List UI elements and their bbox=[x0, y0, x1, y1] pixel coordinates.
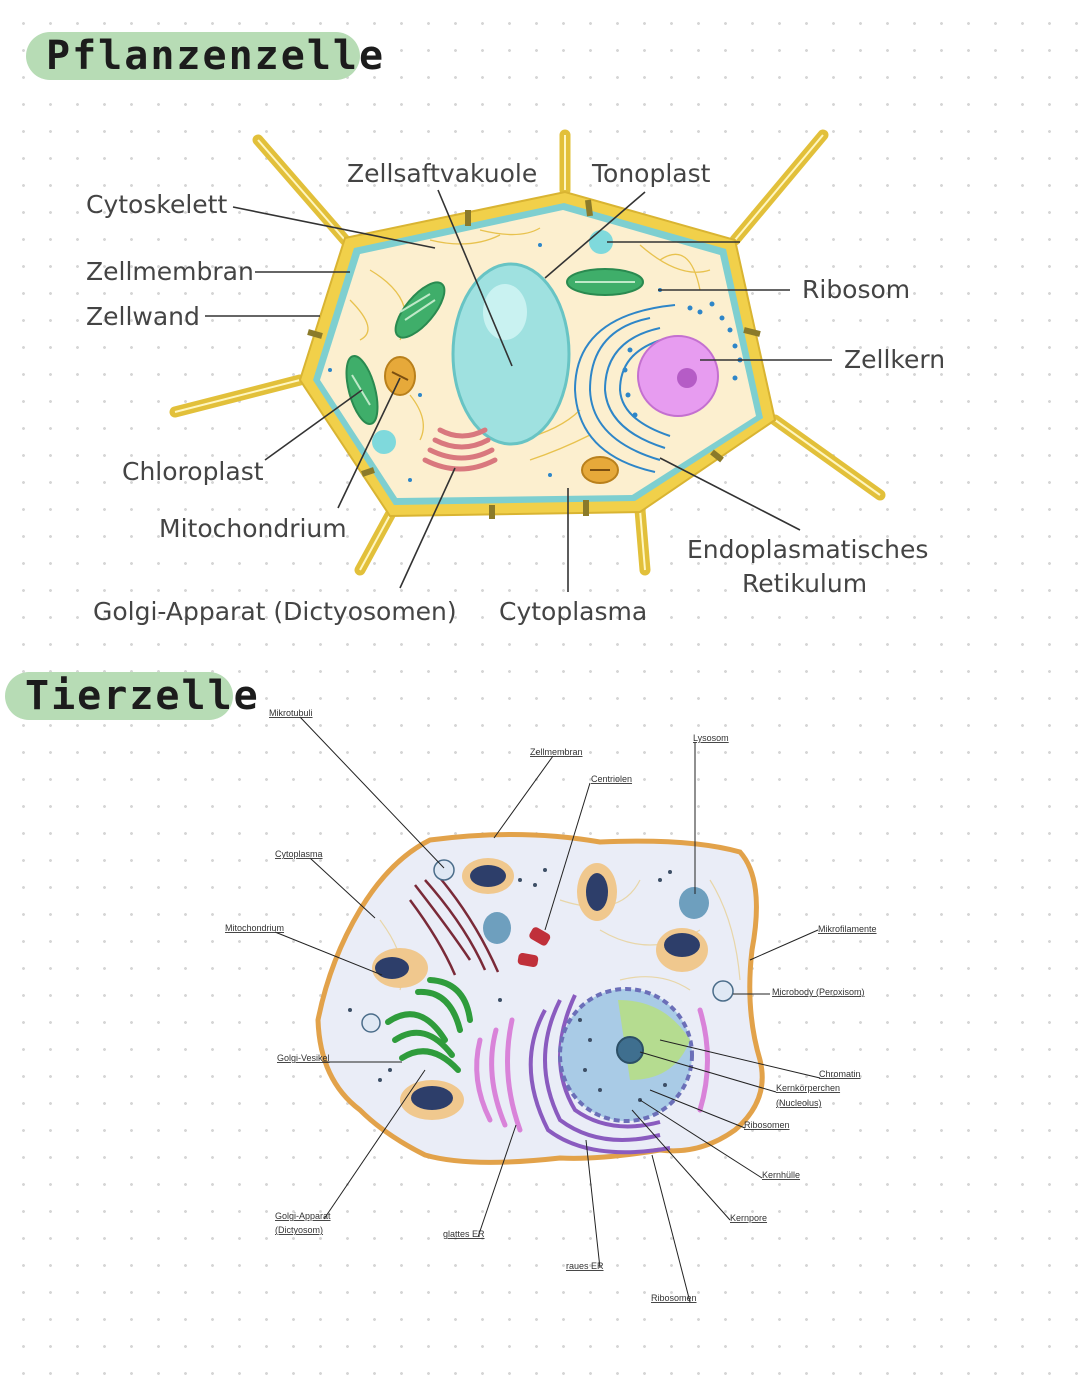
animal-mitochondria bbox=[372, 858, 708, 1120]
plant-label-cytoskelett: Cytoskelett bbox=[86, 190, 227, 219]
animal-nucleolus bbox=[616, 1036, 644, 1064]
animal-label-kernhuelle: Kernhülle bbox=[762, 1170, 800, 1180]
animal-label-mikrotubuli: Mikrotubuli bbox=[269, 708, 313, 718]
animal-label-dictyosom: (Dictyosom) bbox=[275, 1225, 323, 1235]
animal-cell-title: Tierzelle bbox=[5, 672, 258, 720]
plant-mitochondria bbox=[384, 356, 619, 484]
plant-cell-title: Pflanzenzelle bbox=[26, 32, 383, 80]
animal-label-lysosom: Lysosom bbox=[693, 733, 729, 743]
plasmodesmata bbox=[307, 199, 761, 519]
animal-smooth-er bbox=[474, 1007, 710, 1133]
animal-leader-lines bbox=[274, 716, 821, 1303]
animal-label-centriolen: Centriolen bbox=[591, 774, 632, 784]
plant-nucleolus bbox=[677, 368, 697, 388]
plant-small-vesicle bbox=[372, 430, 396, 454]
plant-vacuole bbox=[451, 262, 571, 446]
plant-label-golgi: Golgi-Apparat (Dictyosomen) bbox=[93, 597, 457, 626]
animal-centrioles bbox=[517, 927, 551, 968]
plant-label-ribosom: Ribosom bbox=[802, 275, 910, 304]
animal-label-glattes-er: glattes ER bbox=[443, 1229, 485, 1239]
plant-label-zellwand: Zellwand bbox=[86, 302, 200, 331]
animal-label-kernpore: Kernpore bbox=[730, 1213, 767, 1223]
animal-label-raues-er: raues ER bbox=[566, 1261, 604, 1271]
animal-label-mitochondrium: Mitochondrium bbox=[225, 923, 284, 933]
plant-label-cytoplasma: Cytoplasma bbox=[499, 597, 647, 626]
plant-chloroplasts bbox=[345, 268, 644, 425]
plant-label-zellmembran: Zellmembran bbox=[86, 257, 254, 286]
plant-golgi bbox=[422, 427, 498, 472]
plant-label-mitochondrium: Mitochondrium bbox=[159, 514, 347, 543]
animal-label-zellmembran: Zellmembran bbox=[530, 747, 583, 757]
plant-label-chloroplast: Chloroplast bbox=[122, 457, 264, 486]
animal-microtubules bbox=[408, 877, 500, 976]
animal-golgi bbox=[385, 977, 473, 1073]
animal-cell-diagram: Mikrotubuli Zellmembran Lysosom Centriol… bbox=[225, 708, 877, 1303]
animal-label-golgi-vesikel: Golgi-Vesikel bbox=[277, 1053, 330, 1063]
animal-label-ribosomen-2: Ribosomen bbox=[651, 1293, 697, 1303]
animal-ribosome-dots bbox=[348, 868, 672, 1102]
plant-label-er-line2: Retikulum bbox=[742, 569, 867, 598]
plant-label-zellkern: Zellkern bbox=[844, 345, 945, 374]
animal-label-ribosomen-1: Ribosomen bbox=[744, 1120, 790, 1130]
animal-label-nucleolus: (Nucleolus) bbox=[776, 1098, 822, 1108]
animal-label-cytoplasma: Cytoplasma bbox=[275, 849, 323, 859]
animal-label-kernkoerperchen: Kernkörperchen bbox=[776, 1083, 840, 1093]
animal-label-microbody: Microbody (Peroxisom) bbox=[772, 987, 865, 997]
plant-label-er-line1: Endoplasmatisches bbox=[687, 535, 928, 564]
animal-label-mikrofilamente: Mikrofilamente bbox=[818, 924, 877, 934]
animal-label-golgi-apparat: Golgi-Apparat bbox=[275, 1211, 331, 1221]
plant-ribosome-dots bbox=[328, 243, 743, 482]
animal-lysosomes bbox=[361, 859, 734, 1033]
plant-label-tonoplast: Tonoplast bbox=[591, 159, 711, 188]
plant-label-zellsaftvakuole: Zellsaftvakuole bbox=[347, 159, 537, 188]
plant-er bbox=[573, 304, 676, 473]
plant-leader-lines bbox=[205, 189, 832, 592]
animal-label-chromatin: Chromatin bbox=[819, 1069, 861, 1079]
plant-cell-diagram: Cytoskelett Zellsaftvakuole Tonoplast Ze… bbox=[86, 129, 945, 626]
